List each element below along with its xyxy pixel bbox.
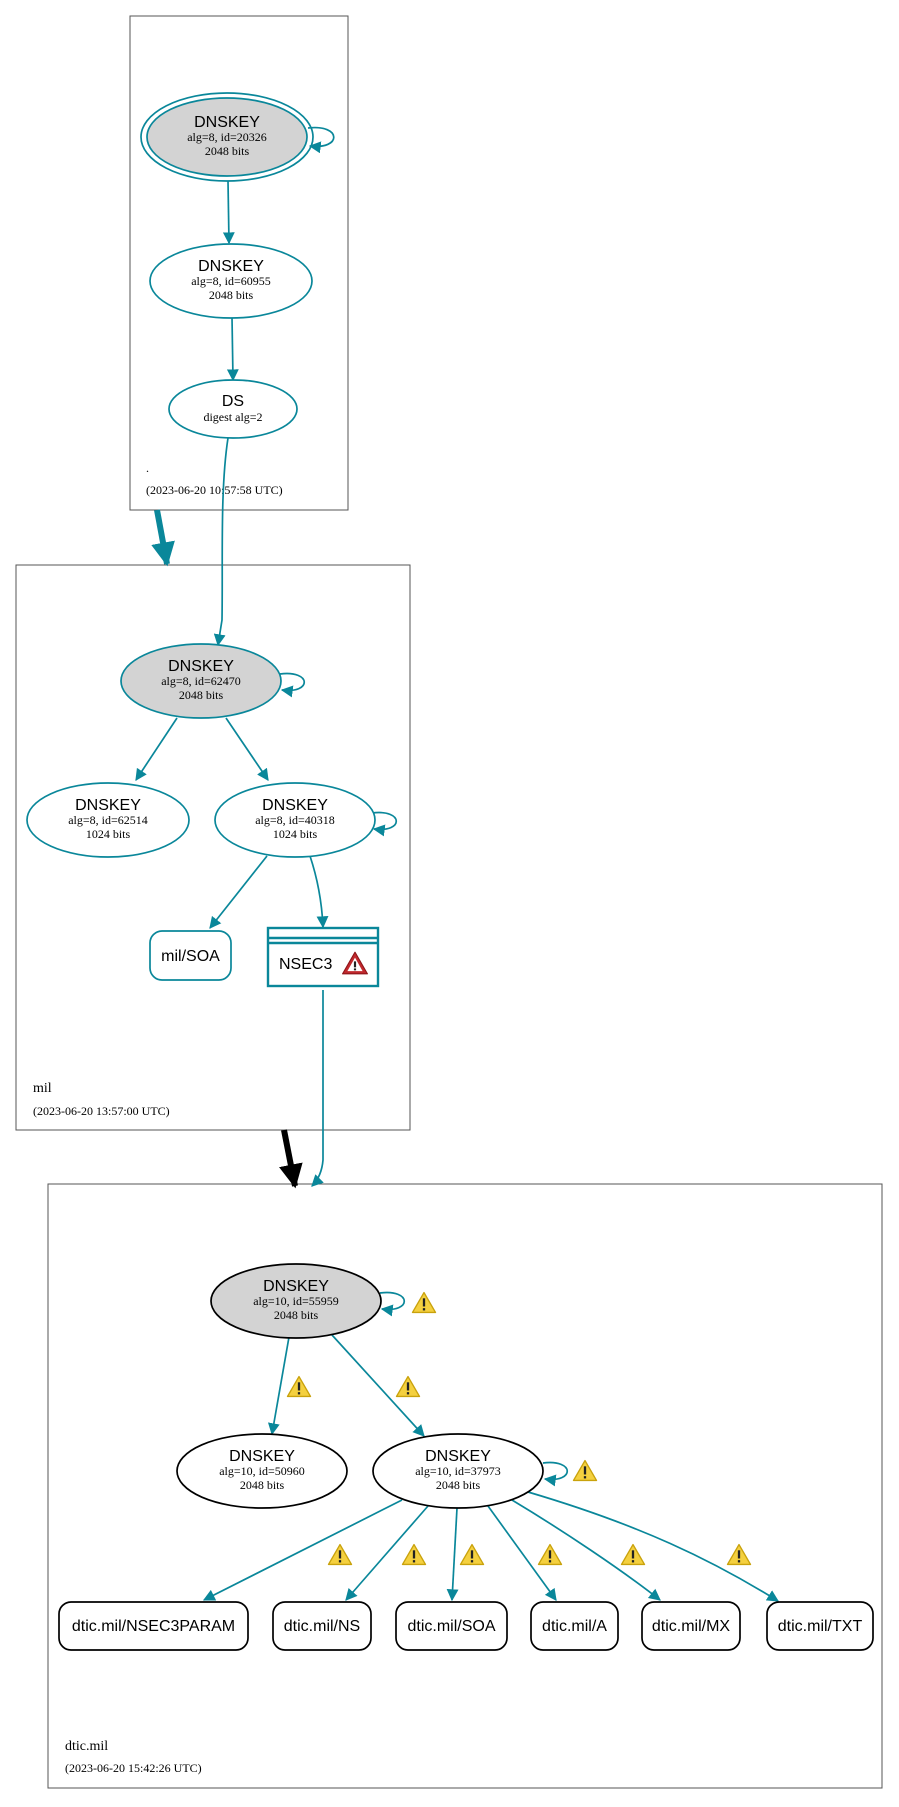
node-mil-dnskey-62470-detail: alg=8, id=62470	[161, 674, 241, 688]
node-mil-dnskey-40318-type: DNSKEY	[262, 797, 328, 814]
node-root-ds[interactable]: DS digest alg=2	[168, 379, 298, 439]
zone-root: . (2023-06-20 10:57:58 UTC)	[129, 15, 349, 511]
node-mil-dnskey-62514-type: DNSKEY	[75, 797, 141, 814]
node-dtic-mx-label: dtic.mil/MX	[652, 1618, 731, 1635]
zone-root-name: .	[146, 461, 149, 475]
node-mil-dnskey-62514-detail: alg=8, id=62514	[68, 813, 148, 827]
edge-mil-ksk-to-zsk2	[225, 717, 269, 781]
node-root-dnskey-60955[interactable]: DNSKEY alg=8, id=60955 2048 bits	[149, 243, 313, 319]
warning-icon	[572, 1459, 598, 1482]
node-mil-dnskey-62470-type: DNSKEY	[168, 658, 234, 675]
edge-root-ksk-to-zsk	[222, 180, 235, 245]
node-root-dnskey-60955-bits: 2048 bits	[209, 288, 254, 302]
edge-mil-zsk2-to-soa	[209, 855, 268, 929]
edge-root-zsk-to-ds	[226, 316, 239, 382]
node-root-ds-type: DS	[222, 393, 244, 410]
delegation-root-to-mil-arrow	[151, 509, 175, 567]
node-mil-dnskey-62470[interactable]: DNSKEY alg=8, id=62470 2048 bits	[120, 643, 282, 719]
edge-dtic-zsk2-to-a	[487, 1505, 557, 1601]
edge-root-ksk-self	[307, 126, 335, 154]
node-root-dnskey-60955-detail: alg=8, id=60955	[191, 274, 271, 288]
edge-root-ds-to-mil-ksk	[213, 437, 229, 647]
node-dtic-dnskey-37973[interactable]: DNSKEY alg=10, id=37973 2048 bits	[372, 1433, 544, 1509]
node-dtic-dnskey-55959-bits: 2048 bits	[274, 1308, 319, 1322]
edge-dtic-ksk-self	[379, 1291, 406, 1317]
zone-dtic: dtic.mil (2023-06-20 15:42:26 UTC)	[47, 1183, 883, 1789]
node-dtic-dnskey-50960[interactable]: DNSKEY alg=10, id=50960 2048 bits	[176, 1433, 348, 1509]
node-dtic-dnskey-50960-detail: alg=10, id=50960	[219, 1464, 305, 1478]
node-dtic-nsec3param[interactable]: dtic.mil/NSEC3PARAM	[58, 1601, 249, 1651]
delegation-mil-to-dtic-arrow	[279, 1129, 303, 1189]
edge-mil-nsec3-to-dtic	[311, 990, 324, 1187]
edge-mil-ksk-to-zsk1	[135, 717, 178, 781]
warning-icon	[401, 1543, 427, 1566]
warning-icon	[459, 1543, 485, 1566]
node-root-dnskey-20326-detail: alg=8, id=20326	[187, 130, 267, 144]
zone-mil: mil (2023-06-20 13:57:00 UTC)	[15, 564, 411, 1131]
node-dtic-dnskey-37973-bits: 2048 bits	[436, 1478, 481, 1492]
node-root-dnskey-20326[interactable]: DNSKEY alg=8, id=20326 2048 bits	[140, 92, 314, 182]
node-dtic-txt-label: dtic.mil/TXT	[778, 1618, 863, 1635]
warning-icon	[411, 1291, 437, 1314]
edge-mil-zsk2-self	[371, 811, 398, 837]
node-root-dnskey-60955-type: DNSKEY	[198, 258, 264, 275]
edge-dtic-zsk2-to-nsec3param	[202, 1499, 403, 1601]
node-mil-soa-label: mil/SOA	[161, 948, 220, 965]
node-dtic-ns[interactable]: dtic.mil/NS	[272, 1601, 372, 1651]
node-mil-dnskey-40318[interactable]: DNSKEY alg=8, id=40318 1024 bits	[214, 782, 376, 858]
node-dtic-dnskey-50960-bits: 2048 bits	[240, 1478, 285, 1492]
node-dtic-dnskey-50960-type: DNSKEY	[229, 1448, 295, 1465]
node-dtic-nsec3param-label: dtic.mil/NSEC3PARAM	[72, 1618, 235, 1635]
warning-icon	[537, 1543, 563, 1566]
node-root-dnskey-20326-bits: 2048 bits	[205, 144, 250, 158]
edge-dtic-zsk2-to-ns	[345, 1505, 429, 1601]
node-root-dnskey-20326-type: DNSKEY	[194, 114, 260, 131]
node-dtic-soa[interactable]: dtic.mil/SOA	[395, 1601, 508, 1651]
edge-mil-ksk-self	[279, 672, 306, 698]
zone-root-timestamp: (2023-06-20 10:57:58 UTC)	[146, 483, 283, 497]
warning-icon	[286, 1375, 312, 1398]
node-mil-nsec3-label: NSEC3	[279, 956, 332, 973]
node-dtic-ns-label: dtic.mil/NS	[284, 1618, 360, 1635]
node-root-ds-detail: digest alg=2	[203, 410, 262, 424]
node-mil-dnskey-62514[interactable]: DNSKEY alg=8, id=62514 1024 bits	[26, 782, 190, 858]
zone-mil-name: mil	[33, 1081, 52, 1096]
edge-dtic-zsk2-to-mx	[511, 1499, 661, 1601]
warning-icon	[327, 1543, 353, 1566]
node-dtic-a[interactable]: dtic.mil/A	[530, 1601, 619, 1651]
zone-dtic-name: dtic.mil	[65, 1739, 108, 1754]
edge-dtic-ksk-to-zsk1	[267, 1336, 290, 1436]
node-dtic-dnskey-55959[interactable]: DNSKEY alg=10, id=55959 2048 bits	[210, 1263, 382, 1339]
node-dtic-dnskey-55959-type: DNSKEY	[263, 1278, 329, 1295]
zone-dtic-timestamp: (2023-06-20 15:42:26 UTC)	[65, 1761, 202, 1775]
edge-dtic-zsk2-to-soa	[446, 1507, 459, 1602]
node-mil-nsec3[interactable]: NSEC3	[266, 926, 380, 988]
edge-dtic-zsk2-to-txt	[527, 1491, 780, 1602]
warning-icon	[726, 1543, 752, 1566]
node-dtic-txt[interactable]: dtic.mil/TXT	[766, 1601, 874, 1651]
node-mil-dnskey-62470-bits: 2048 bits	[179, 688, 224, 702]
node-mil-soa[interactable]: mil/SOA	[149, 930, 232, 981]
edge-mil-zsk2-to-nsec3	[309, 855, 329, 929]
node-dtic-dnskey-37973-detail: alg=10, id=37973	[415, 1464, 501, 1478]
node-mil-dnskey-40318-detail: alg=8, id=40318	[255, 813, 335, 827]
node-dtic-mx[interactable]: dtic.mil/MX	[641, 1601, 741, 1651]
edge-dtic-ksk-to-zsk2	[331, 1334, 425, 1437]
edge-dtic-zsk2-self	[542, 1461, 569, 1487]
node-dtic-a-label: dtic.mil/A	[542, 1618, 607, 1635]
node-mil-dnskey-62514-bits: 1024 bits	[86, 827, 131, 841]
node-dtic-dnskey-55959-detail: alg=10, id=55959	[253, 1294, 339, 1308]
node-mil-dnskey-40318-bits: 1024 bits	[273, 827, 318, 841]
warning-icon	[620, 1543, 646, 1566]
zone-mil-timestamp: (2023-06-20 13:57:00 UTC)	[33, 1104, 170, 1118]
node-dtic-soa-label: dtic.mil/SOA	[407, 1618, 495, 1635]
node-dtic-dnskey-37973-type: DNSKEY	[425, 1448, 491, 1465]
warning-icon	[395, 1375, 421, 1398]
